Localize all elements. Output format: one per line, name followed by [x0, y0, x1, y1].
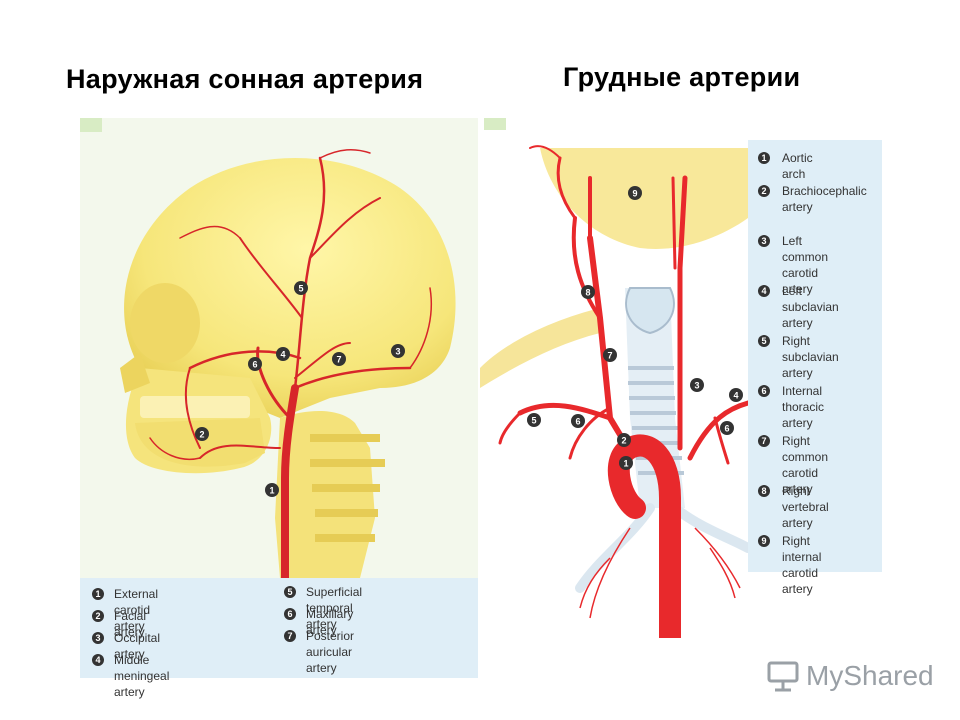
- skull-illustration: 1 2 3 4 5 6 7: [80, 118, 478, 582]
- myshared-watermark: MyShared: [766, 656, 934, 696]
- artery-network: [498, 145, 751, 638]
- marker-4: 4: [729, 388, 743, 402]
- svg-text:4: 4: [733, 391, 738, 401]
- svg-text:9: 9: [632, 189, 637, 199]
- svg-text:7: 7: [607, 351, 612, 361]
- svg-text:1: 1: [623, 459, 628, 469]
- right-legend: 1 Aortic arch 2 Brachiocephalic artery 3…: [748, 140, 882, 596]
- marker-9: 9: [628, 186, 642, 200]
- svg-text:2: 2: [621, 436, 626, 446]
- svg-text:6: 6: [252, 360, 257, 370]
- marker-5: 5: [294, 281, 308, 295]
- marker-1: 1: [265, 483, 279, 497]
- right-markers: 1 2 3 4 5 6 6 7 8 9: [527, 186, 743, 470]
- left-legend: 1 External carotid artery 2 Facial arter…: [80, 578, 478, 699]
- marker-3: 3: [690, 378, 704, 392]
- marker-4: 4: [276, 347, 290, 361]
- artery-network: [149, 148, 433, 582]
- marker-7: 7: [332, 352, 346, 366]
- title-external-carotid: Наружная сонная артерия: [66, 64, 424, 94]
- svg-text:1: 1: [269, 486, 274, 496]
- marker-6: 6: [571, 414, 585, 428]
- right-clavicle: [480, 308, 600, 388]
- eye-socket: [130, 283, 200, 363]
- marker-8: 8: [581, 285, 595, 299]
- svg-text:8: 8: [585, 288, 590, 298]
- svg-text:7: 7: [336, 355, 341, 365]
- marker-3: 3: [391, 344, 405, 358]
- svg-text:5: 5: [531, 416, 536, 426]
- left-markers: 1 2 3 4 5 6 7: [195, 281, 405, 497]
- skull-illustration-panel: 1 2 3 4 5 6 7: [80, 118, 478, 678]
- presentation-board-icon: [767, 661, 799, 692]
- cranium: [124, 158, 456, 418]
- svg-text:5: 5: [298, 284, 303, 294]
- title-thoracic-arteries: Грудные артерии: [563, 62, 801, 92]
- svg-text:2: 2: [199, 430, 204, 440]
- teeth: [140, 396, 250, 418]
- marker-5: 5: [527, 413, 541, 427]
- svg-text:3: 3: [395, 347, 400, 357]
- nasal-area: [120, 353, 150, 393]
- marker-2: 2: [617, 433, 631, 447]
- svg-text:4: 4: [280, 350, 285, 360]
- marker-6: 6: [248, 357, 262, 371]
- pulmonary-vessels: [579, 527, 741, 619]
- marker-6: 6: [720, 421, 734, 435]
- svg-text:6: 6: [575, 417, 580, 427]
- svg-text:3: 3: [694, 381, 699, 391]
- larynx: [625, 287, 675, 335]
- marker-7: 7: [603, 348, 617, 362]
- thoracic-illustration: 1 2 3 4 5 6 6 7 8 9: [480, 118, 753, 638]
- marker-1: 1: [619, 456, 633, 470]
- svg-text:6: 6: [724, 424, 729, 434]
- marker-2: 2: [195, 427, 209, 441]
- watermark-text: MyShared: [806, 660, 934, 691]
